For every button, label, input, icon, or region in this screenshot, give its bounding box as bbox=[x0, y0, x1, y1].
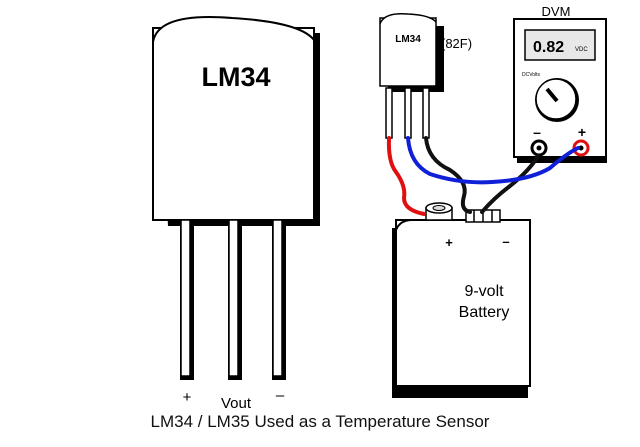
dvm-title: DVM bbox=[542, 4, 571, 19]
dvm-positive-label: + bbox=[578, 124, 586, 140]
diagram-caption: LM34 / LM35 Used as a Temperature Sensor bbox=[150, 412, 490, 431]
black-wire-meter bbox=[480, 154, 540, 214]
dvm-meter: DVM 0.82 VDC DCVolts – + bbox=[513, 4, 607, 163]
large-lead-right bbox=[272, 219, 286, 380]
temperature-note: (82F) bbox=[441, 36, 472, 51]
large-lead-middle bbox=[228, 219, 242, 380]
battery-positive-label: + bbox=[445, 235, 453, 250]
dvm-dial-label: DCVolts bbox=[522, 72, 541, 78]
dvm-dial-pointer bbox=[545, 87, 559, 103]
dvm-negative-label: – bbox=[533, 124, 541, 140]
large-package-top bbox=[152, 16, 315, 43]
small-lead-left bbox=[385, 87, 393, 139]
small-sensor-label: LM34 bbox=[395, 34, 421, 45]
pin-label-negative: – bbox=[276, 387, 285, 404]
red-wire bbox=[386, 136, 426, 216]
dvm-display-value: 0.82 bbox=[533, 39, 564, 56]
dvm-display bbox=[524, 29, 596, 61]
battery-label-line1: 9-volt bbox=[464, 283, 504, 300]
pin-label-vout: Vout bbox=[221, 395, 252, 412]
battery-negative-label: – bbox=[502, 234, 509, 249]
battery-body bbox=[395, 219, 531, 387]
small-lm34-package: LM34 (82F) bbox=[379, 12, 472, 139]
blue-wire bbox=[406, 136, 580, 185]
pin-label-positive: + bbox=[183, 389, 192, 406]
large-sensor-label: LM34 bbox=[201, 62, 270, 92]
wires bbox=[386, 136, 580, 216]
small-lead-right bbox=[422, 87, 430, 139]
dvm-display-unit: VDC bbox=[575, 47, 588, 53]
battery: + – 9-volt Battery bbox=[392, 202, 531, 398]
small-package-body bbox=[379, 17, 437, 87]
large-package-body bbox=[152, 27, 315, 221]
large-lead-left bbox=[180, 219, 194, 380]
battery-positive-terminal bbox=[425, 202, 453, 221]
small-lead-middle bbox=[404, 87, 412, 139]
large-lm34-package: LM34 + Vout – bbox=[152, 16, 320, 412]
battery-label-line2: Battery bbox=[459, 304, 510, 321]
